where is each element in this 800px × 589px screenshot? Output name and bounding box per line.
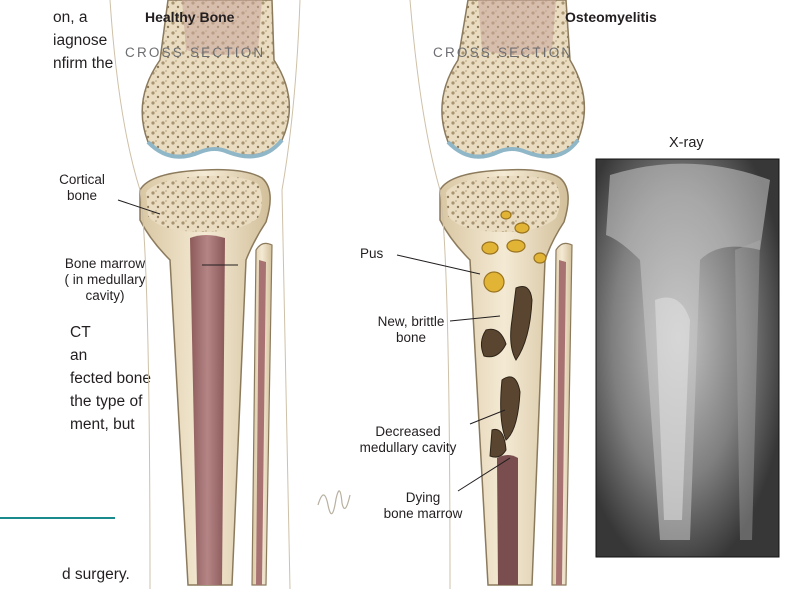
label-bone-marrow: Bone marrow ( in medullary cavity)	[5, 256, 205, 304]
label-dying-bone-marrow: Dying bone marrow	[363, 490, 483, 522]
xray-image	[596, 159, 779, 557]
xray-title: X-ray	[669, 135, 704, 151]
healthy-bone-title: Healthy Bone	[145, 9, 234, 25]
osteomyelitis-cross-section-label: CROSS SECTION	[433, 45, 573, 60]
osteomyelitis-title: Osteomyelitis	[565, 9, 657, 25]
label-pus: Pus	[360, 246, 383, 262]
healthy-cross-section-label: CROSS SECTION	[125, 45, 265, 60]
label-decreased-medullary-cavity: Decreased medullary cavity	[333, 424, 483, 456]
label-new-brittle-bone: New, brittle bone	[357, 314, 465, 346]
artist-signature	[318, 491, 350, 514]
label-cortical-bone: Cortical bone	[32, 172, 132, 204]
